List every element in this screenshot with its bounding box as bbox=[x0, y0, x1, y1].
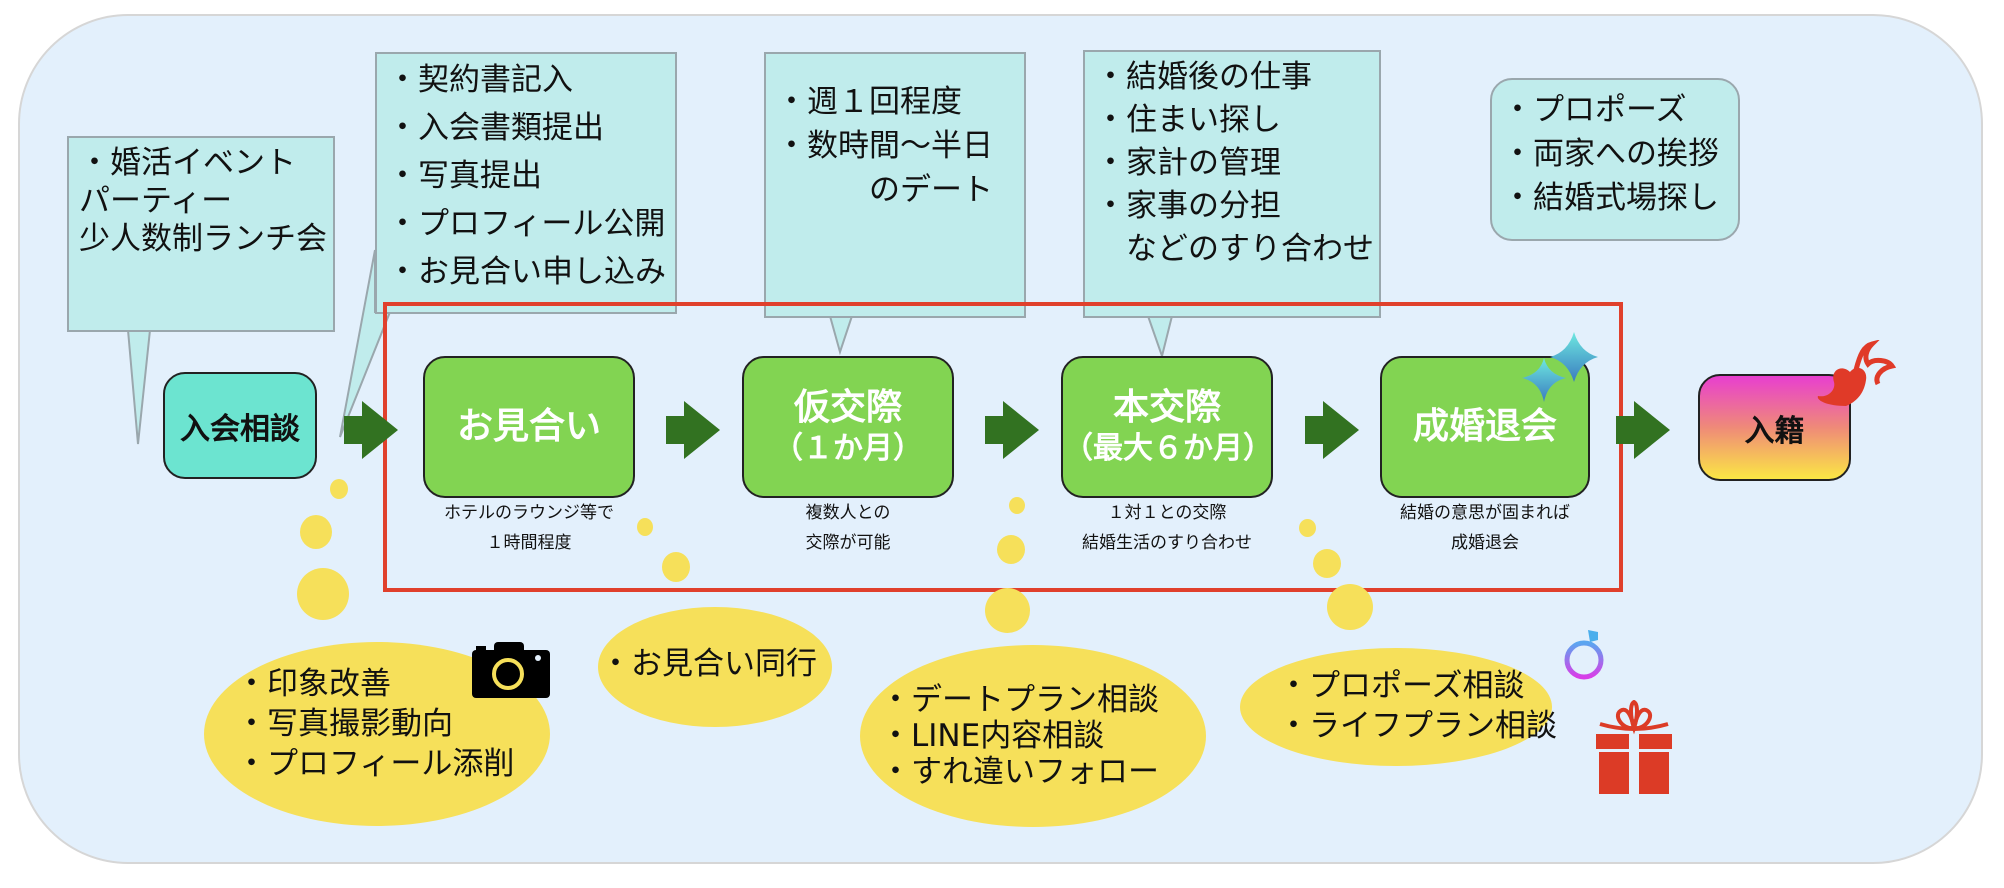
step-duration: （最大６か月） bbox=[1063, 431, 1273, 466]
camera-icon bbox=[472, 642, 550, 698]
callout-events: ・婚活イベント パーティー 少人数制ランチ会 bbox=[67, 136, 335, 332]
step-label: 入籍 bbox=[1744, 413, 1805, 449]
step-duration: （１か月） bbox=[773, 431, 923, 466]
bubble-dot bbox=[300, 515, 332, 549]
support-bubble-proposal bbox=[1240, 648, 1552, 766]
gift-icon bbox=[1596, 700, 1672, 794]
ring-icon bbox=[1564, 630, 1604, 680]
support-text-proposal: ・プロポーズ相談 ・ライフプラン相談 bbox=[1278, 668, 1557, 744]
callout-seikon: ・プロポーズ ・両家への挨拶 ・結婚式場探し bbox=[1490, 78, 1740, 241]
bubble-dot bbox=[297, 568, 349, 620]
support-text-omiai: ・お見合い同行 bbox=[600, 646, 817, 682]
bubble-dot bbox=[1009, 497, 1025, 514]
support-bubble-omiai bbox=[598, 607, 832, 727]
support-text-dating: ・デートプラン相談 ・LINE内容相談 ・すれ違いフォロー bbox=[880, 682, 1159, 790]
bubble-dot bbox=[662, 552, 690, 582]
bubble-dot bbox=[997, 535, 1025, 564]
step-label: 仮交際 bbox=[793, 387, 902, 428]
callout-hon-kousai: ・結婚後の仕事 ・住まい探し ・家計の管理 ・家事の分担 などのすり合わせ bbox=[1083, 50, 1381, 318]
caption-omiai: ホテルのラウンジ等で １時間程度 bbox=[444, 503, 614, 553]
heart-ribbon-icon bbox=[1817, 340, 1896, 406]
bubble-dot bbox=[1327, 584, 1373, 630]
bubble-dot bbox=[637, 518, 653, 536]
arrow-4 bbox=[1305, 401, 1359, 459]
arrow-3 bbox=[985, 401, 1039, 459]
step-label: お見合い bbox=[456, 406, 601, 447]
step-hon-kousai[interactable]: 本交際 （最大６か月） bbox=[1061, 356, 1273, 498]
step-kari-kousai[interactable]: 仮交際 （１か月） bbox=[742, 356, 954, 498]
step-label: 本交際 bbox=[1112, 387, 1221, 428]
callout-enrollment: ・契約書記入 ・入会書類提出 ・写真提出 ・プロフィール公開 ・お見合い申し込み bbox=[375, 52, 677, 314]
step-omiai[interactable]: お見合い bbox=[423, 356, 635, 498]
support-bubble-dating bbox=[860, 645, 1206, 827]
bubble-dot bbox=[1299, 519, 1316, 537]
step-label: 入会相談 bbox=[180, 411, 300, 447]
step-nyuseki[interactable]: 入籍 bbox=[1698, 374, 1851, 481]
step-label: 成婚退会 bbox=[1412, 406, 1557, 447]
bubble-dot bbox=[985, 588, 1030, 633]
callout-kari-kousai: ・週１回程度 ・数時間〜半日 のデート bbox=[764, 52, 1026, 318]
caption-kari-kousai: 複数人との 交際が可能 bbox=[805, 503, 891, 553]
arrow-2 bbox=[666, 401, 720, 459]
sparkle-icon bbox=[1522, 332, 1598, 402]
step-nyukai-soudan[interactable]: 入会相談 bbox=[163, 372, 317, 479]
arrow-1 bbox=[344, 401, 398, 459]
bubble-dot bbox=[1313, 549, 1341, 578]
support-text-profile: ・印象改善 ・写真撮影動向 ・プロフィール添削 bbox=[236, 666, 515, 782]
arrow-5 bbox=[1616, 401, 1670, 459]
bubble-dot bbox=[330, 479, 348, 499]
caption-hon-kousai: １対１との交際 結婚生活のすり合わせ bbox=[1082, 503, 1252, 553]
caption-seikon-taikai: 結婚の意思が固まれば 成婚退会 bbox=[1400, 503, 1570, 553]
